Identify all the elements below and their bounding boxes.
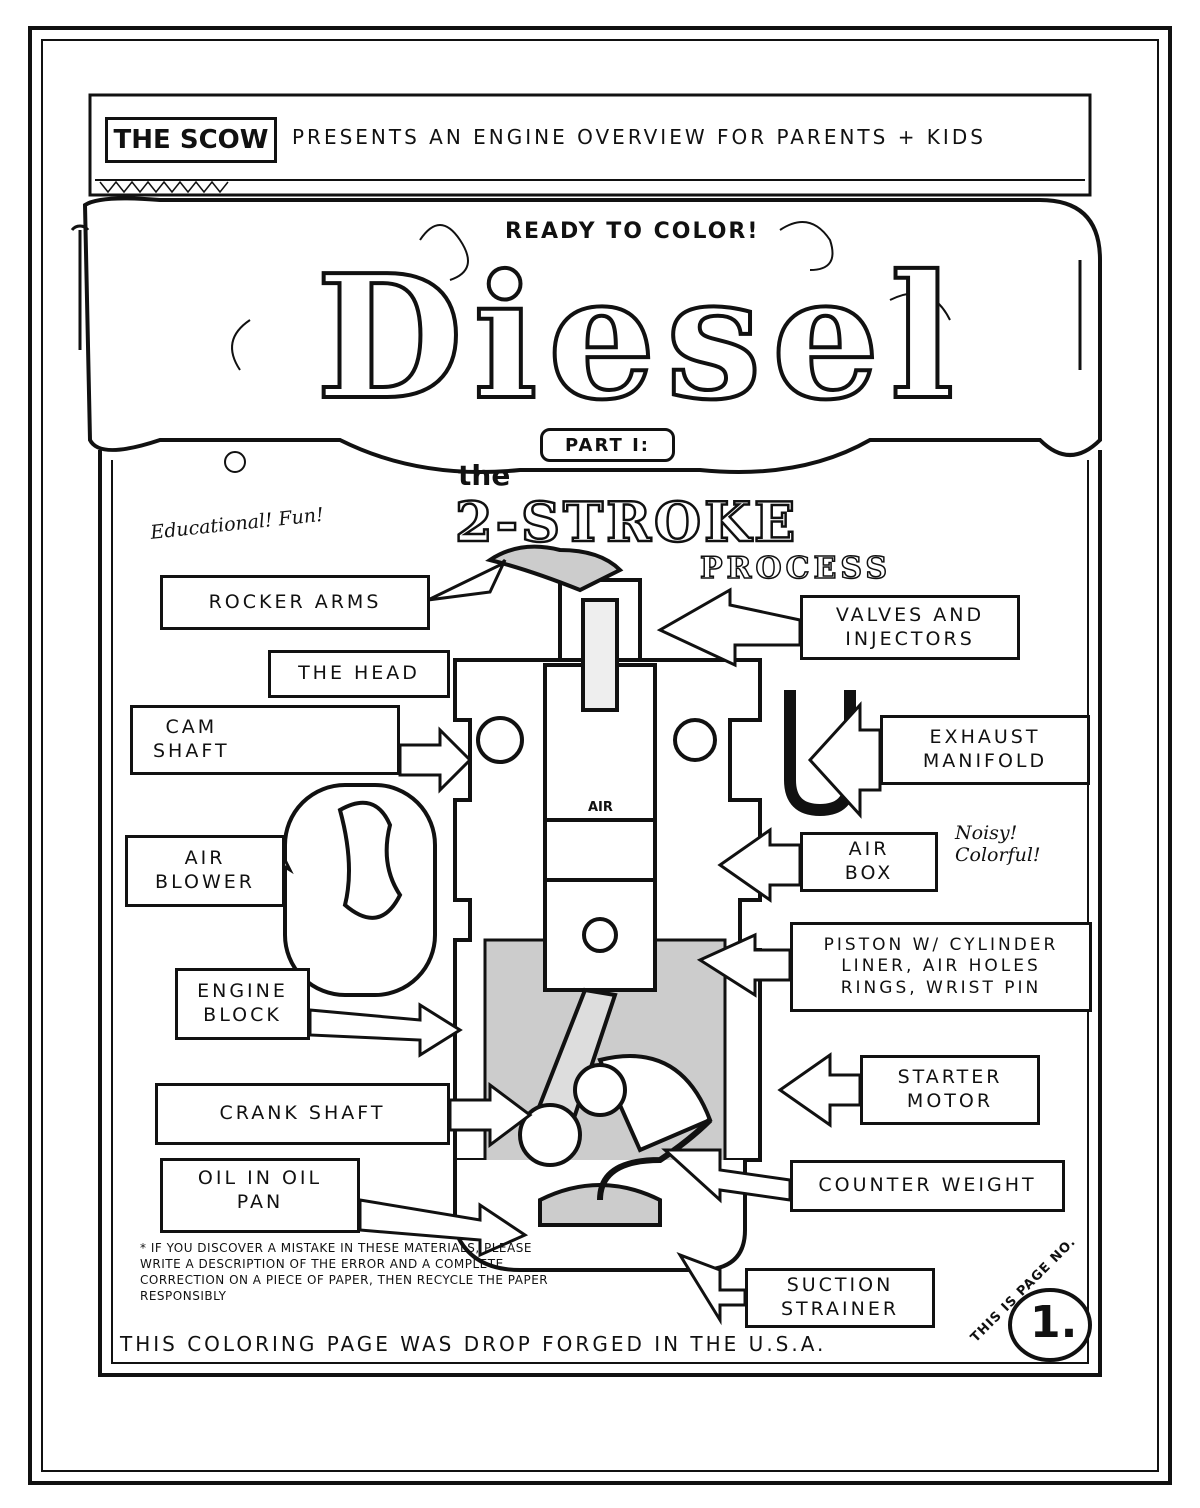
arrow-suction [676,1252,747,1326]
label-valves-injectors: VALVES AND INJECTORS [800,595,1020,660]
label-air-blower: AIR BLOWER [125,835,285,907]
label-cam-shaft: CAM SHAFT [130,705,400,775]
page-number-circle [1008,1288,1092,1362]
footnote: * IF YOU DISCOVER A MISTAKE IN THESE MAT… [140,1241,549,1303]
title-2-stroke: 2-STROKE [454,490,799,554]
arrow-rocker-arms [427,558,507,602]
crank-pin [518,1103,582,1167]
arrow-air-box [717,827,802,903]
title-process: PROCESS [699,551,892,587]
arrow-oil-pan [358,1198,529,1258]
arrow-starter [777,1052,862,1128]
label-counter-weight: COUNTER WEIGHT [790,1160,1065,1212]
outer-border [28,26,1172,1485]
decorative-swirls [224,221,951,473]
label-engine-block: ENGINE BLOCK [175,968,310,1040]
label-oil-pan: OIL IN OIL PAN [160,1158,360,1233]
label-the-head: THE HEAD [268,650,450,698]
title-diesel: Diesel [314,238,965,438]
label-air-in-cylinder: AIR [588,800,613,815]
injector [581,598,619,712]
counter-weight-drawing [597,1054,713,1153]
label-exhaust-manifold: EXHAUST MANIFOLD [880,715,1090,785]
arrow-counter-weight [661,1148,792,1204]
label-suction-strainer: SUCTION STRAINER [745,1268,935,1328]
title-banner [82,196,1102,474]
header-tagline: PRESENTS AN ENGINE OVERVIEW FOR PARENTS … [292,125,986,149]
rocker-arm-drawing [485,544,624,593]
brand-logo: THE SCOW [105,117,277,163]
label-starter-motor: STARTER MOTOR [860,1055,1040,1125]
label-piston: PISTON W/ CYLINDER LINER, AIR HOLES RING… [790,922,1092,1012]
cam-drawing [476,716,524,764]
engine-diagram [283,544,856,1272]
note-noisy: Noisy! Colorful! [955,822,1041,866]
arrow-valves [656,587,802,668]
label-crank-shaft: CRANK SHAFT [155,1083,450,1145]
label-rocker-arms: ROCKER ARMS [160,575,430,630]
title-the: the [458,459,511,492]
ready-to-color: READY TO COLOR! [505,219,760,244]
footer-text: THIS COLORING PAGE WAS DROP FORGED IN TH… [120,1332,827,1356]
arrow-exhaust [807,701,882,819]
inner-panel [98,450,1102,1377]
page-number: 1. [1030,1297,1078,1348]
arrow-piston [696,932,792,998]
arrow-crank-shaft [448,1082,533,1148]
wrist-pin [582,917,618,953]
arrow-cam-shaft [398,726,473,794]
label-air-box: AIR BOX [800,832,938,892]
part-label: PART I: [540,428,675,462]
arrow-engine-block [308,1002,463,1058]
wrench-icon [70,224,1082,370]
suction-strainer-drawing [538,1183,662,1227]
crank-journal [573,1063,627,1117]
air-holes [543,818,657,882]
label-arrows [248,558,882,1326]
